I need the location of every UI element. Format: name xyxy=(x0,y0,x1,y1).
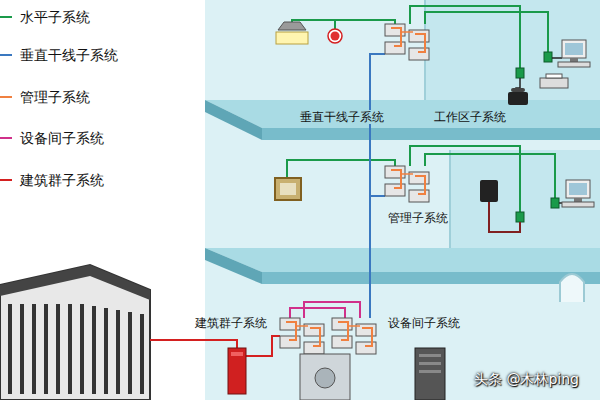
remote-building xyxy=(0,265,150,400)
middle-floor-devices xyxy=(275,166,594,232)
legend-item: 建筑群子系统 xyxy=(0,170,104,190)
floor-label: 管理子系统 xyxy=(386,211,450,225)
building-interior xyxy=(205,0,600,400)
legend-text: 水平子系统 xyxy=(20,7,90,27)
legend-item: 水平子系统 xyxy=(0,7,90,27)
legend-text: 管理子系统 xyxy=(20,87,90,107)
backbone-cabling xyxy=(370,54,385,318)
legend-item: 管理子系统 xyxy=(0,87,90,107)
legend-line xyxy=(0,7,14,27)
floor-label: 工作区子系统 xyxy=(432,110,508,124)
legend-line xyxy=(0,87,14,107)
horizontal-cabling xyxy=(287,6,555,212)
legend-text: 设备间子系统 xyxy=(20,128,104,148)
legend-text: 建筑群子系统 xyxy=(20,170,104,190)
floor-label: 建筑群子系统 xyxy=(193,316,269,330)
floor-label: 设备间子系统 xyxy=(386,316,462,330)
legend-text: 垂直干线子系统 xyxy=(20,45,118,65)
legend-line xyxy=(0,45,14,65)
campus-cabling xyxy=(150,336,280,356)
legend-line xyxy=(0,128,14,148)
legend-item: 设备间子系统 xyxy=(0,128,104,148)
legend-item: 垂直干线子系统 xyxy=(0,45,118,65)
floor-label: 垂直干线子系统 xyxy=(298,110,386,124)
legend-line xyxy=(0,170,14,190)
watermark: 头条 @木林ping xyxy=(472,370,581,388)
top-floor-devices xyxy=(276,22,590,105)
equipment-room-devices xyxy=(228,318,445,400)
